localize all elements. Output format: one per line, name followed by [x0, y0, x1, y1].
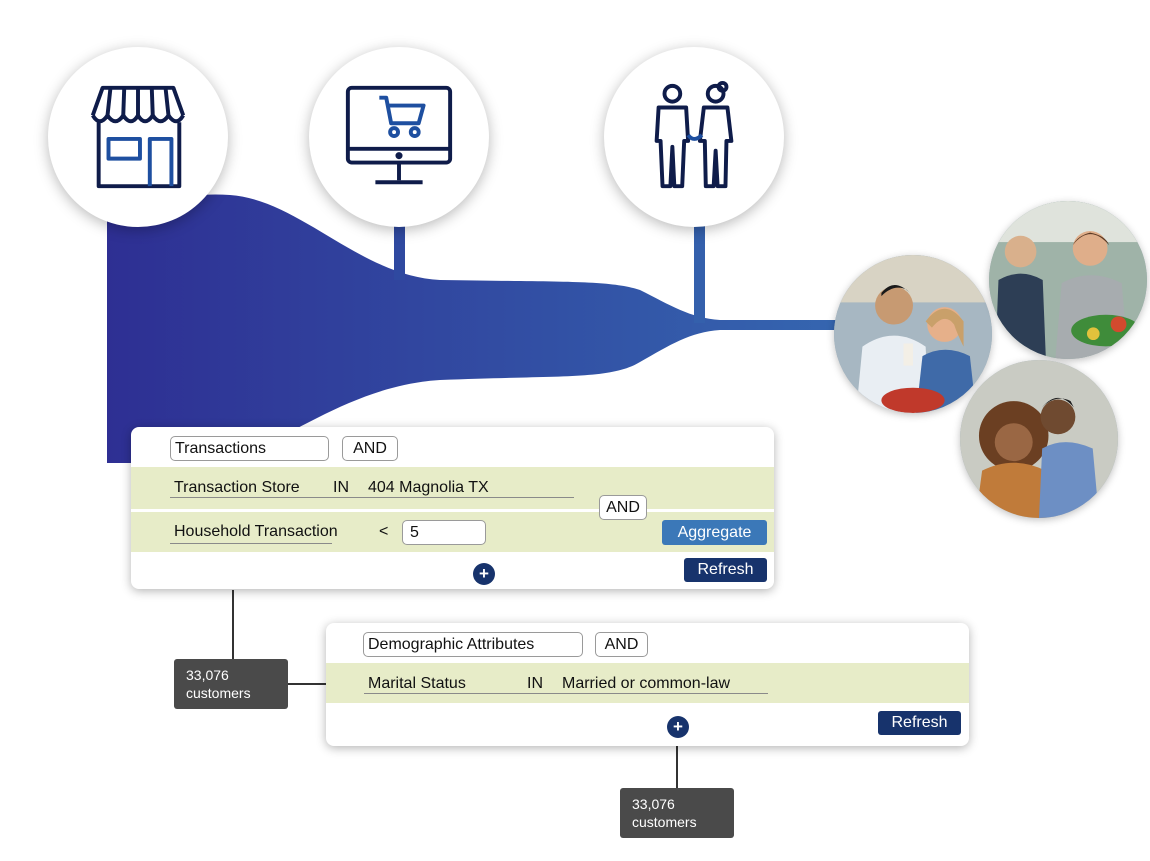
count1-panel2-connector: [286, 683, 328, 685]
customer-count-badge: 33,076 customers: [620, 788, 734, 838]
household-transaction-value-input[interactable]: 5: [402, 520, 486, 545]
operator-in[interactable]: IN: [527, 675, 543, 692]
grocery-shoppers-illustration: [989, 201, 1147, 359]
category-select[interactable]: Transactions: [170, 436, 329, 461]
smiling-couple-illustration: [960, 360, 1118, 518]
category-operator-and[interactable]: AND: [342, 436, 398, 461]
aggregate-button[interactable]: Aggregate: [662, 520, 767, 545]
criteria-underline: [170, 543, 332, 544]
channel-connector-people: [694, 215, 705, 323]
couple-icon: [654, 80, 734, 189]
customer-count-number: 33,076: [632, 796, 675, 812]
value-store[interactable]: 404 Magnolia TX: [368, 479, 489, 496]
operator-less-than[interactable]: <: [379, 523, 389, 540]
panel2-count-connector: [676, 737, 678, 789]
storefront-icon: [90, 85, 186, 189]
panel1-count-connector: [232, 590, 234, 660]
customer-count-number: 33,076: [186, 667, 229, 683]
shoppers-photo-grocery: [989, 201, 1147, 359]
online-channel-circle: [309, 47, 489, 227]
refresh-button[interactable]: Refresh: [878, 711, 961, 735]
attribute-transaction-store[interactable]: Transaction Store: [174, 479, 300, 496]
customer-count-badge: 33,076 customers: [174, 659, 288, 709]
rows-operator-and[interactable]: AND: [599, 495, 647, 520]
couple-shopping-illustration: [834, 255, 992, 413]
criteria-underline: [170, 497, 574, 498]
add-criteria-button[interactable]: +: [667, 716, 689, 738]
store-channel-circle: [48, 47, 228, 227]
transactions-filter-panel: Transactions AND Transaction Store IN 40…: [131, 427, 774, 589]
customer-count-unit: customers: [632, 814, 697, 830]
add-criteria-button[interactable]: +: [473, 563, 495, 585]
criteria-underline: [364, 693, 768, 694]
criteria-row-marital-status: [326, 663, 969, 703]
funnel-shape: [107, 194, 845, 464]
value-marital-status[interactable]: Married or common-law: [562, 675, 731, 692]
attribute-household-transaction[interactable]: Household Transaction: [174, 523, 338, 540]
criteria-row-transaction-store: [131, 467, 774, 509]
shoppers-photo-smiling-couple: [960, 360, 1118, 518]
refresh-button[interactable]: Refresh: [684, 558, 767, 582]
customer-count-unit: customers: [186, 685, 251, 701]
customers-channel-circle: [604, 47, 784, 227]
demographic-filter-panel: Demographic Attributes AND Marital Statu…: [326, 623, 969, 746]
online-shopping-cart-icon: [345, 85, 453, 185]
shoppers-photo-couple: [834, 255, 992, 413]
channel-connector-online: [394, 215, 405, 280]
operator-in[interactable]: IN: [333, 479, 349, 496]
category-operator-and[interactable]: AND: [595, 632, 648, 657]
category-select[interactable]: Demographic Attributes: [363, 632, 583, 657]
attribute-marital-status[interactable]: Marital Status: [368, 675, 466, 692]
